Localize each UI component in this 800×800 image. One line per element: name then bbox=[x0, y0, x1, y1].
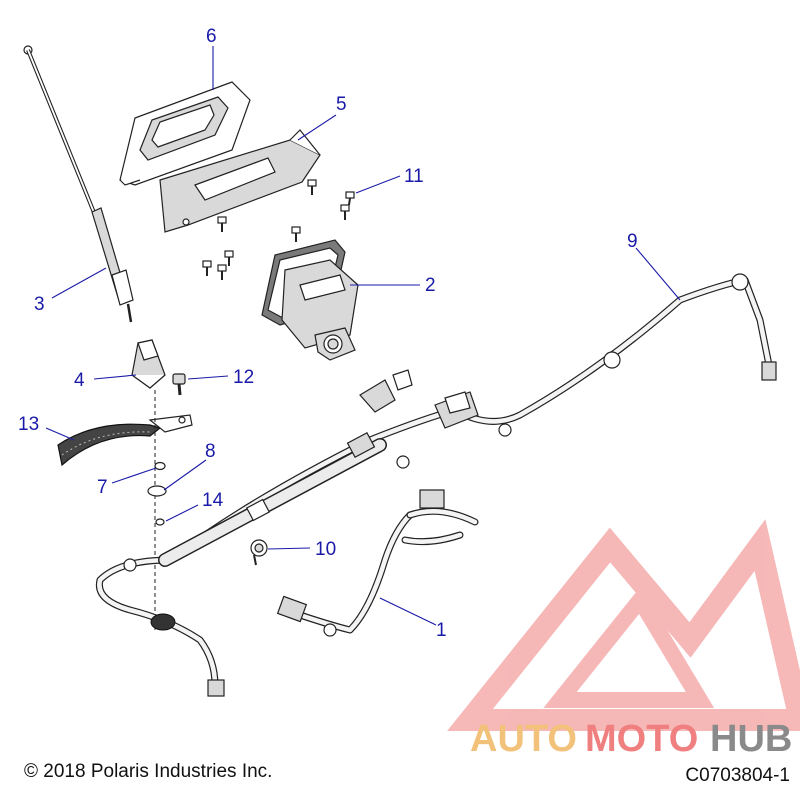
screw-set-part bbox=[202, 179, 355, 280]
figure-code: C0703804-1 bbox=[685, 765, 790, 786]
callout-6: 6 bbox=[206, 26, 217, 47]
callout-10: 10 bbox=[315, 539, 336, 560]
callout-5: 5 bbox=[336, 94, 347, 115]
main-harness-part bbox=[95, 273, 777, 697]
watermark-text: AUTO MOTO HUB bbox=[470, 718, 792, 760]
callout-3: 3 bbox=[34, 294, 45, 315]
callout-14: 14 bbox=[202, 490, 224, 511]
small-washer-part bbox=[154, 461, 166, 471]
callout-7: 7 bbox=[97, 477, 108, 498]
ground-strap-part bbox=[57, 414, 193, 467]
watermark-word-auto: AUTO bbox=[470, 718, 577, 760]
callout-1: 1 bbox=[436, 620, 447, 641]
clamp-part bbox=[250, 539, 268, 566]
antenna-part bbox=[23, 45, 134, 323]
copyright-text: © 2018 Polaris Industries Inc. bbox=[24, 761, 272, 782]
watermark-logo-icon bbox=[447, 519, 800, 731]
watermark-word-hub: HUB bbox=[710, 718, 792, 760]
mounting-bracket-part bbox=[159, 129, 321, 233]
watermark-word-moto: MOTO bbox=[585, 718, 698, 760]
nut-part bbox=[155, 518, 165, 526]
leader-lines bbox=[45, 46, 681, 626]
callout-8: 8 bbox=[205, 441, 216, 462]
bezel-frame-part bbox=[119, 81, 251, 186]
callout-2: 2 bbox=[425, 275, 436, 296]
radio-unit-part bbox=[261, 239, 359, 361]
flat-washer-part bbox=[147, 485, 167, 497]
antenna-mount-part bbox=[131, 339, 166, 389]
callout-9: 9 bbox=[627, 231, 638, 252]
callout-12: 12 bbox=[233, 367, 254, 388]
sub-harness-part bbox=[276, 489, 479, 637]
callout-11: 11 bbox=[404, 166, 424, 187]
callout-4: 4 bbox=[74, 370, 85, 391]
callout-13: 13 bbox=[18, 414, 39, 435]
callout-labels: 6 5 11 2 3 4 12 13 7 8 14 9 10 1 bbox=[18, 26, 638, 641]
bolt-part bbox=[172, 373, 186, 396]
